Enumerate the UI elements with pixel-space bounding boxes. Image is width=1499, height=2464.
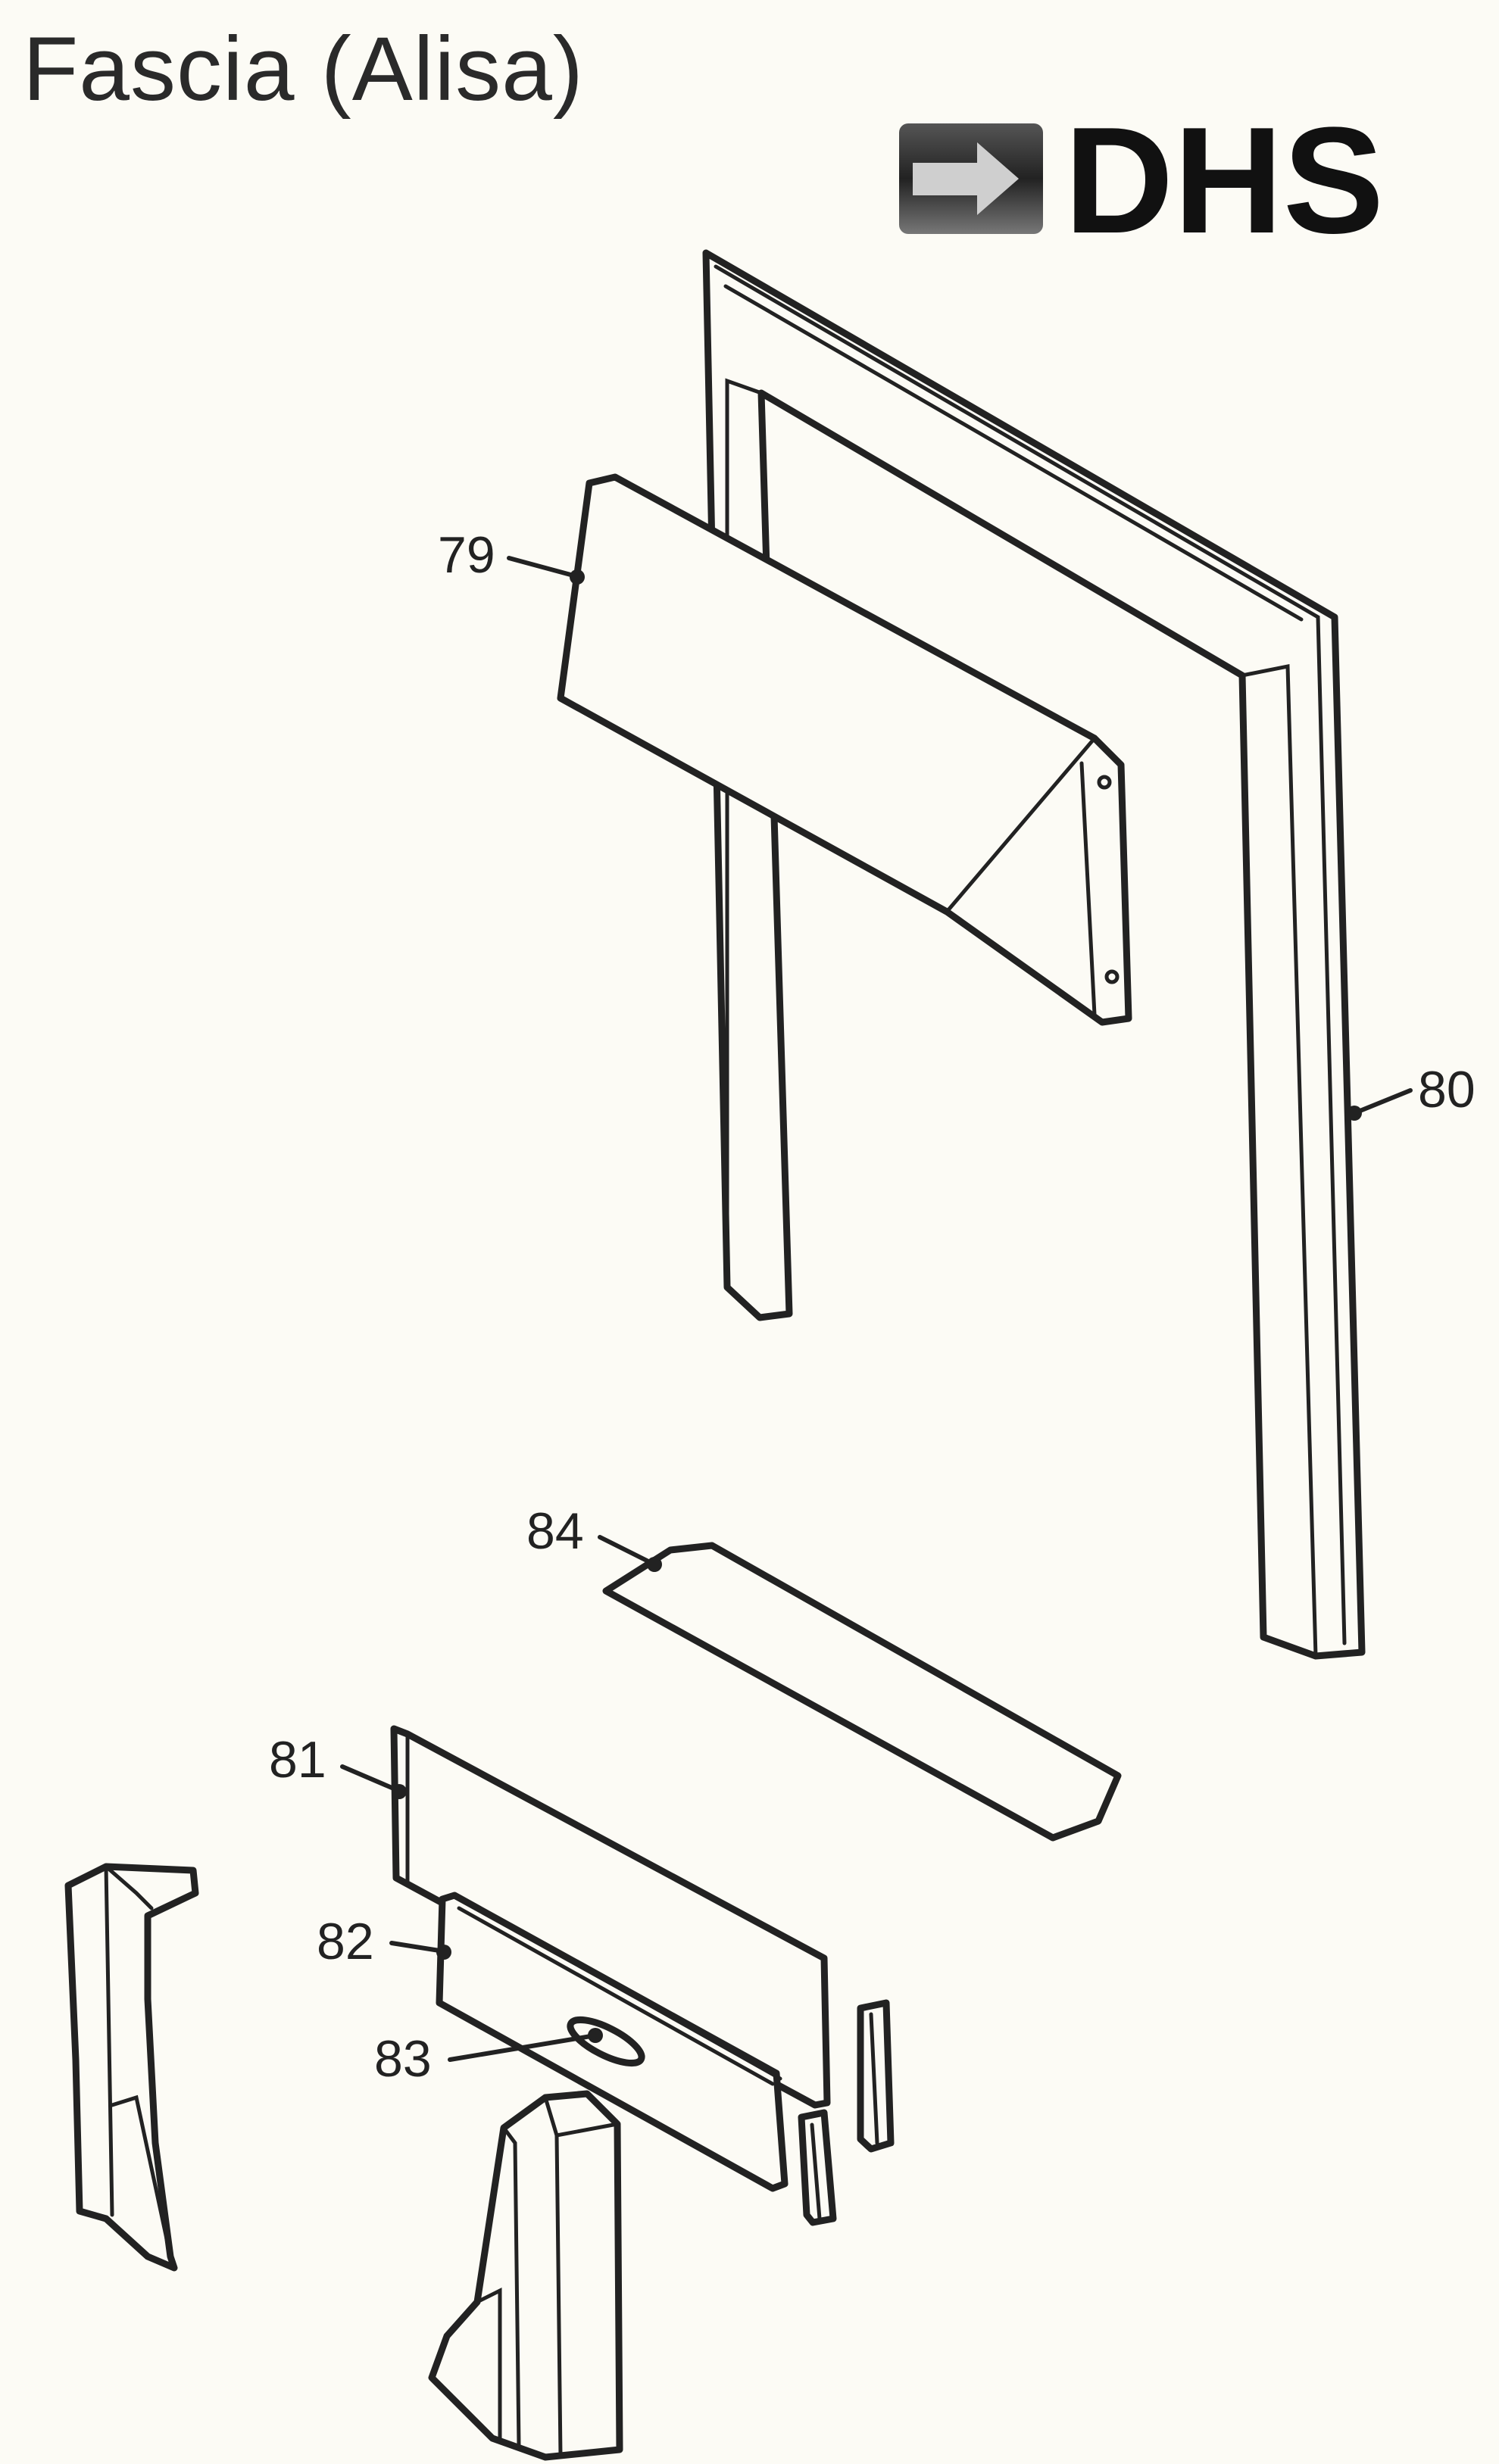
- label-81: 81: [269, 1731, 326, 1789]
- dhs-logo: DHS: [899, 96, 1384, 265]
- part-84-strip: [602, 1542, 1122, 1842]
- arrow-right-icon: [913, 142, 1019, 215]
- label-82: 82: [317, 1913, 374, 1970]
- part-81-panel: [390, 1725, 831, 2109]
- label-79: 79: [438, 526, 495, 584]
- callout-80: 80: [1347, 1061, 1476, 1121]
- end-caps: [798, 1999, 895, 2226]
- center-post: [428, 2090, 623, 2461]
- callout-79: 79: [438, 526, 585, 585]
- label-84: 84: [526, 1502, 584, 1560]
- callout-84: 84: [526, 1502, 662, 1572]
- logo-text: DHS: [1064, 96, 1384, 265]
- callout-83: 83: [374, 2028, 603, 2088]
- callout-81: 81: [269, 1731, 407, 1799]
- part-83-emblem: [567, 2016, 645, 2067]
- label-83: 83: [374, 2030, 432, 2088]
- label-80: 80: [1418, 1061, 1476, 1118]
- page-title: Fascia (Alisa): [23, 18, 584, 120]
- part-79-header: [557, 473, 1132, 1026]
- callout-82: 82: [317, 1913, 451, 1970]
- left-leg: [64, 1863, 199, 2272]
- part-80-frame: [702, 249, 1366, 1660]
